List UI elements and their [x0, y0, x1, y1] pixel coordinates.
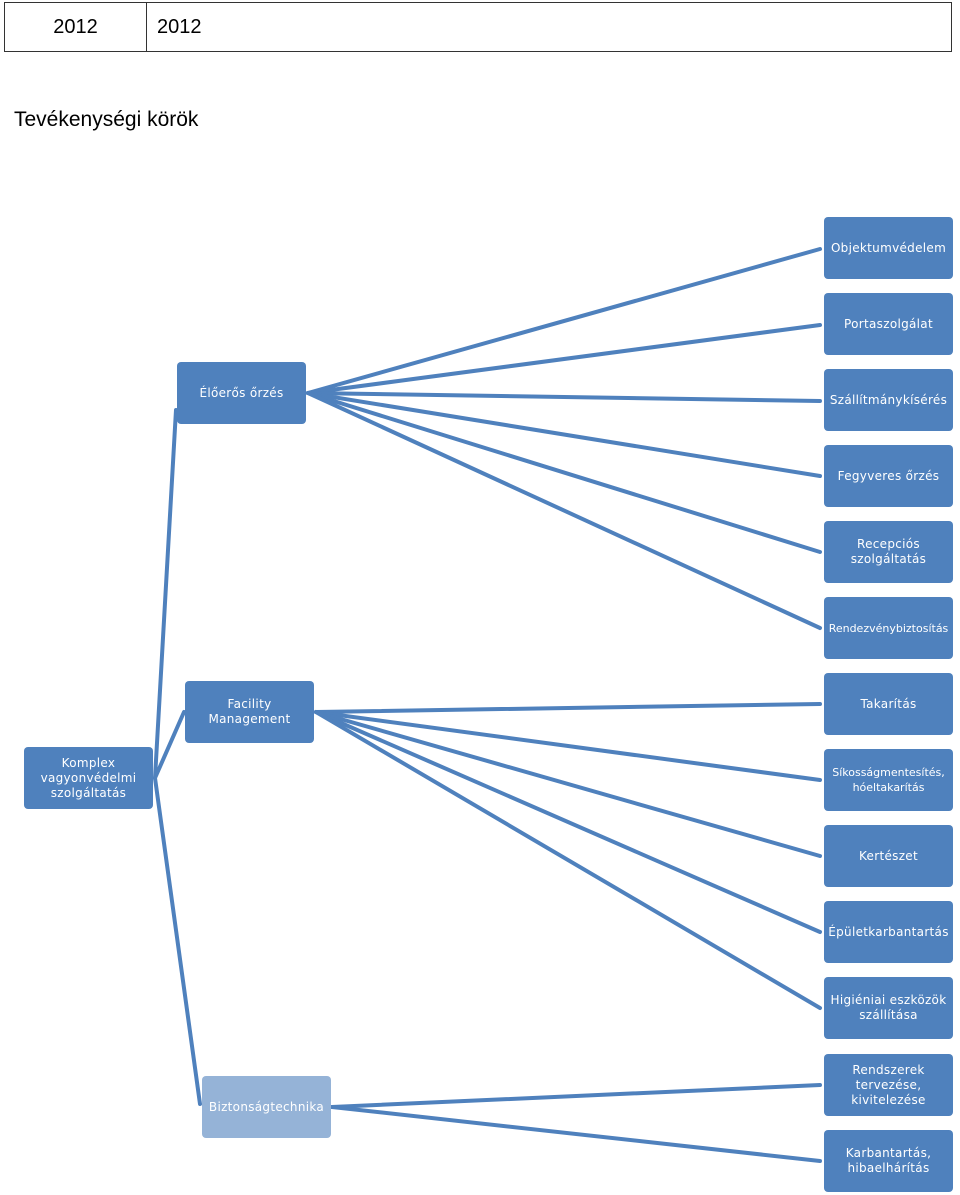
link-b1-c0 — [314, 702, 822, 714]
link-b0-c4 — [306, 391, 822, 554]
leaf-epuletkarbantartas: Épületkarbantartás — [824, 901, 953, 963]
link-b0-c2 — [306, 391, 822, 403]
branch-node-facility-management: Facility Management — [185, 681, 314, 743]
link-root-b2 — [153, 776, 202, 1106]
link-root-b1 — [153, 710, 186, 780]
leaf-rendezvenybiztositas: Rendezvénybiztosítás — [824, 597, 953, 659]
link-b0-c3 — [306, 391, 822, 478]
link-b1-c3 — [314, 710, 822, 934]
link-b2-c1 — [330, 1105, 822, 1163]
link-b1-c2 — [314, 710, 822, 858]
leaf-karbantartas-hibaelharitas: Karbantartás, hibaelhárítás — [824, 1130, 953, 1192]
leaf-takaritas: Takarítás — [824, 673, 953, 735]
branch-node-biztonsagtechnika: Biztonságtechnika — [202, 1076, 331, 1138]
leaf-objektumvedelem: Objektumvédelem — [824, 217, 953, 279]
leaf-fegyveres-orzes: Fegyveres őrzés — [824, 445, 953, 507]
header-cell-2: 2012 — [157, 15, 202, 38]
link-b0-c0 — [306, 247, 822, 395]
link-b2-c0 — [330, 1083, 822, 1109]
leaf-szallitmanykiseres: Szállítmánykísérés — [824, 369, 953, 431]
leaf-portaszolgalat: Portaszolgálat — [824, 293, 953, 355]
header-cell-1: 2012 — [5, 3, 147, 51]
header-table: 2012 2012 — [4, 2, 952, 52]
link-b0-c1 — [306, 323, 822, 395]
link-root-b0 — [153, 408, 178, 780]
leaf-sikossagmentesites: Síkosságmentesítés, hóeltakarítás — [824, 749, 953, 811]
section-title: Tevékenységi körök — [14, 108, 199, 131]
branch-node-eloeros-orzes: Élőerős őrzés — [177, 362, 306, 424]
link-b1-c1 — [314, 710, 822, 782]
root-node: Komplex vagyonvédelmi szolgáltatás — [24, 747, 153, 809]
leaf-higieniai-eszkozok: Higiéniai eszközök szállítása — [824, 977, 953, 1039]
link-b0-c5 — [306, 391, 822, 630]
leaf-rendszerek-tervezese: Rendszerek tervezése, kivitelezése — [824, 1054, 953, 1116]
leaf-recepcios-szolgaltatas: Recepciós szolgáltatás — [824, 521, 953, 583]
leaf-kerteszet: Kertészet — [824, 825, 953, 887]
link-b1-c4 — [314, 710, 822, 1010]
